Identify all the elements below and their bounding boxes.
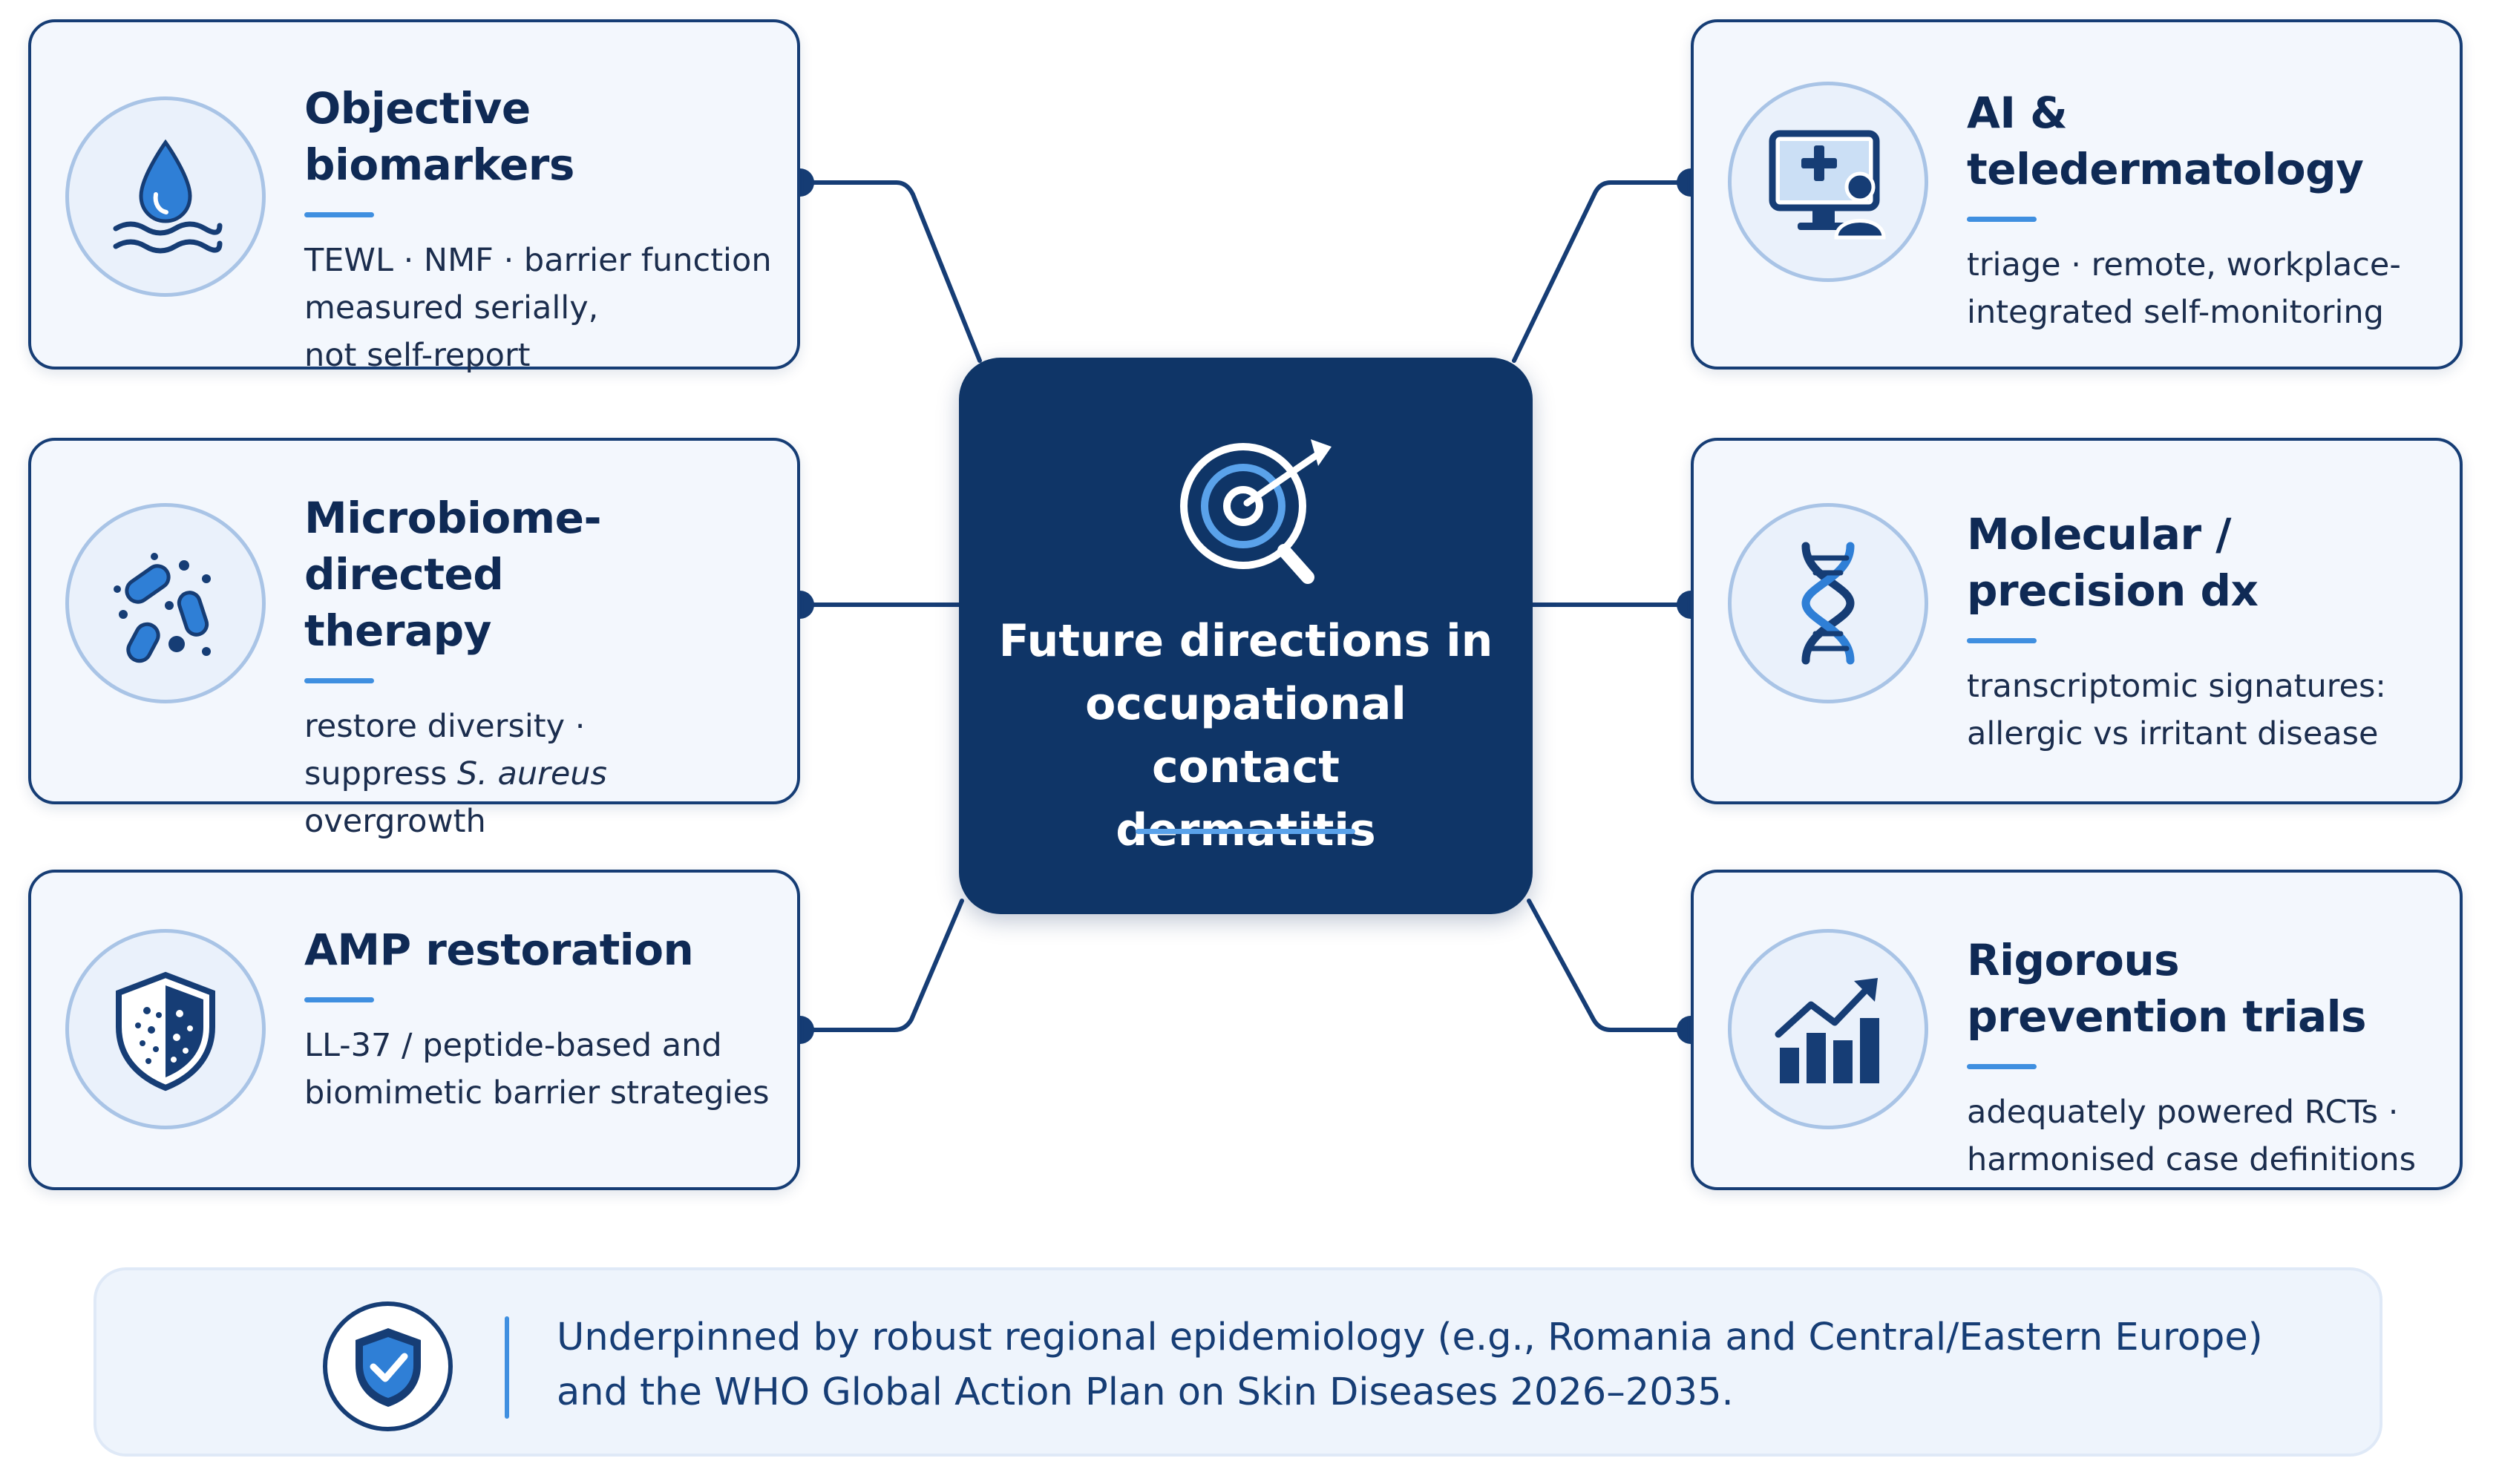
body-line: restore diversity ·	[304, 708, 586, 745]
title-accent-bar	[1967, 638, 2037, 643]
connector-amp	[798, 899, 964, 1032]
card-title: Rigorous prevention trials	[1967, 935, 2367, 1042]
card-molecular-precision-dx: Molecular / precision dx transcriptomic …	[1691, 438, 2463, 804]
footer-icon-ring	[323, 1301, 453, 1431]
central-topic-box: Future directions in occupational contac…	[959, 358, 1533, 914]
title-accent-bar	[1967, 1064, 2037, 1069]
title-accent-bar	[304, 678, 374, 683]
connector-ai	[1512, 180, 1693, 363]
card-title: Microbiome-directed therapy	[304, 493, 602, 656]
card-description: triage · remote, workplace- integrated s…	[1967, 246, 2401, 331]
card-description: restore diversity · suppress S. aureus o…	[304, 703, 775, 845]
central-topic-title: Future directions in occupational contac…	[998, 615, 1493, 856]
card-prevention-trials: Rigorous prevention trials adequately po…	[1691, 870, 2463, 1190]
connector-trials	[1527, 899, 1693, 1032]
monitor-medical-icon	[1769, 130, 1886, 240]
card-title: AMP restoration	[304, 925, 694, 975]
icon-ring	[1728, 503, 1928, 703]
card-ai-teledermatology: AI & teledermatology triage · remote, wo…	[1691, 19, 2463, 370]
card-title: Molecular / precision dx	[1967, 509, 2259, 616]
card-title: AI & teledermatology	[1967, 88, 2364, 194]
card-amp-restoration: AMP restoration LL-37 / peptide-based an…	[28, 870, 800, 1190]
bacteria-icon	[114, 553, 211, 663]
shield-check-icon	[356, 1328, 421, 1407]
target-search-icon	[1180, 439, 1332, 584]
central-accent-bar	[1136, 829, 1355, 834]
icon-ring	[1728, 929, 1928, 1129]
water-drop-icon	[113, 139, 223, 254]
title-accent-bar	[304, 997, 374, 1002]
card-objective-biomarkers: Objective biomarkers TEWL · NMF · barrie…	[28, 19, 800, 374]
body-line: suppress	[304, 755, 457, 792]
icon-ring	[65, 96, 266, 297]
dna-icon	[1801, 542, 1855, 665]
footer-text: Underpinned by robust regional epidemiol…	[557, 1316, 2263, 1414]
icon-ring	[65, 503, 266, 703]
body-italic-species: S. aureus	[456, 755, 607, 792]
icon-ring	[65, 929, 266, 1129]
card-microbiome-therapy: Microbiome-directed therapy restore dive…	[28, 438, 800, 840]
card-description: adequately powered RCTs · harmonised cas…	[1967, 1094, 2417, 1178]
footer-note-box: Underpinned by robust regional epidemiol…	[94, 1267, 2382, 1457]
body-line: overgrowth	[304, 803, 486, 840]
growth-chart-icon	[1775, 978, 1879, 1083]
title-accent-bar	[1967, 217, 2037, 222]
card-title: Objective biomarkers	[304, 83, 574, 190]
card-description: TEWL · NMF · barrier function measured s…	[304, 242, 772, 374]
connector-biomarkers	[798, 180, 982, 363]
title-accent-bar	[304, 212, 374, 217]
card-description: LL-37 / peptide-based and biomimetic bar…	[304, 1027, 770, 1112]
shield-icon	[116, 971, 215, 1091]
footer-divider	[505, 1316, 509, 1419]
icon-ring	[1728, 82, 1928, 282]
card-description: transcriptomic signatures: allergic vs i…	[1967, 668, 2386, 752]
